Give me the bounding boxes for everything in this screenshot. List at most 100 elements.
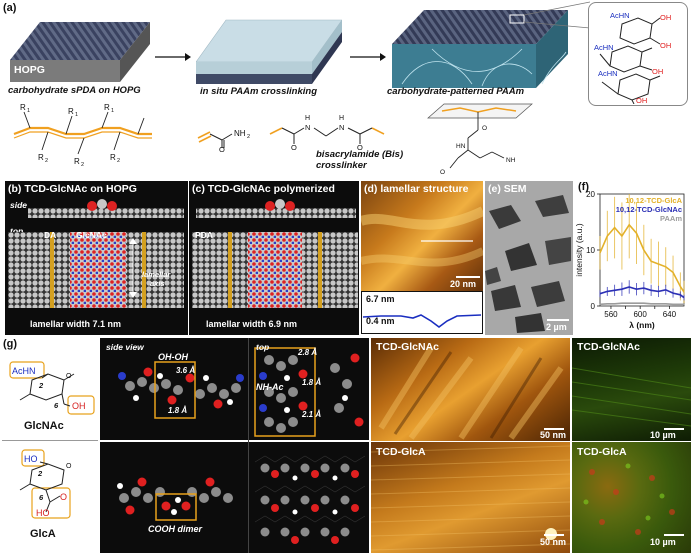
y-tick-label: 20 — [586, 190, 595, 199]
fluorescence-glca-title: TCD-GlcA — [577, 446, 627, 458]
glca-sim-molecules — [100, 442, 369, 553]
top-view-label: top — [256, 342, 269, 352]
bis-h-1: H — [305, 115, 310, 122]
patterned-paam-structure: O HN NH O — [420, 96, 540, 176]
distance-18b: 1.8 Å — [302, 378, 321, 387]
distance-28: 2.8 Å — [298, 348, 317, 357]
svg-text:NH: NH — [506, 157, 516, 164]
svg-text:2: 2 — [81, 162, 84, 168]
panel-b-title: (b) TCD-GlcNAc on HOPG — [8, 183, 137, 195]
step1-caption: carbohydrate sPDA on HOPG — [8, 85, 141, 96]
glca-oh: HO — [36, 508, 50, 518]
glcnac-label: GlcNAc — [24, 420, 64, 432]
acrylamide-structure: O NH 2 — [196, 112, 266, 152]
bis-o-1: O — [291, 143, 297, 150]
panel-d-scalebar — [456, 276, 480, 278]
glca-c6: 6 — [39, 493, 44, 502]
svg-text:2: 2 — [117, 158, 120, 164]
legend-entry: 10,12-TCD-GlcA — [625, 196, 682, 205]
glca-structure: HO 2 6 O HO O — [2, 444, 98, 524]
svg-text:1: 1 — [75, 112, 78, 118]
zoom-lines — [520, 0, 592, 30]
glcnac-c6: 6 — [54, 401, 59, 410]
glca-o: O — [60, 492, 67, 502]
svg-text:O: O — [440, 169, 445, 176]
panel-c-width: lamellar width 6.9 nm — [206, 319, 297, 329]
glcnac-structure: AcHN 2 6 OH O — [2, 350, 98, 420]
glca-ring-o: O — [66, 463, 72, 470]
panel-e-scale: 2 µm — [546, 322, 567, 332]
svg-text:HN: HN — [456, 143, 466, 150]
svg-text:R: R — [20, 103, 26, 112]
panel-d-scale: 20 nm — [450, 279, 476, 289]
panel-c-pda: PDA — [195, 230, 213, 240]
panel-c-molecular-model — [192, 196, 358, 320]
inset-oh-4: OH — [636, 96, 647, 104]
afm-glca-scalebar — [544, 534, 564, 536]
glcnac-sim-molecules — [100, 338, 369, 440]
inset-oh-2: OH — [652, 67, 663, 76]
panel-e-sem-texture — [485, 181, 573, 335]
x-axis-label: λ (nm) — [629, 320, 655, 330]
x-tick-label: 640 — [663, 310, 677, 319]
glca-ho: HO — [24, 454, 38, 464]
glca-c2: 2 — [37, 469, 43, 478]
glca-label: GlcA — [30, 528, 56, 540]
panel-d-title: (d) lamellar structure — [364, 183, 468, 195]
acrylamide-o: O — [219, 145, 225, 152]
y-tick-label: 0 — [591, 302, 596, 311]
afm-glcnac-title: TCD-GlcNAc — [376, 341, 439, 353]
inset-achn-2: AcHN — [594, 43, 614, 52]
paam-crosslinking-block-illustration — [196, 18, 342, 88]
bis-caption-2: crosslinker — [316, 160, 367, 171]
bis-h-2: H — [339, 115, 344, 122]
distance-21: 2.1 Å — [302, 410, 321, 419]
acrylamide-nh2-sub: 2 — [247, 134, 250, 140]
legend-entry: 10,12-TCD-GlcNAc — [616, 205, 682, 214]
cooh-dimer-label: COOH dimer — [148, 524, 202, 534]
afm-glca-title: TCD-GlcA — [376, 446, 426, 458]
panel-d-afm-texture — [361, 181, 483, 291]
double-arrow-icon — [128, 238, 138, 298]
nhac-label: NH-Ac — [256, 382, 284, 392]
arrow-icon — [155, 52, 191, 62]
fluorescence-glcnac-scale: 10 µm — [650, 430, 676, 440]
panel-b-da: DA — [44, 230, 56, 240]
panel-d-h2: 0.4 nm — [366, 316, 395, 326]
glcnac-ring-o: O — [66, 373, 72, 380]
panel-b-lamellar-axis-1: lamellar — [142, 270, 170, 279]
svg-text:2: 2 — [45, 158, 48, 164]
afm-glcnac-scale: 50 nm — [540, 430, 566, 440]
fluorescence-glca-scale: 10 µm — [650, 537, 676, 547]
panel-a-label: (a) — [3, 2, 16, 14]
glcnac-structure-inset: AcHN AcHN AcHN OH OH OH OH — [590, 4, 686, 104]
panel-c-title: (c) TCD-GlcNAc polymerized — [192, 183, 335, 195]
glcnac-achn: AcHN — [12, 366, 36, 376]
inset-oh-3: OH — [660, 13, 671, 22]
afm-glcnac-texture — [371, 338, 570, 441]
ohoh-label: OH-OH — [158, 352, 188, 362]
x-tick-label: 600 — [633, 310, 647, 319]
glcnac-c2: 2 — [38, 381, 44, 390]
fluorescence-glcnac-title: TCD-GlcNAc — [577, 341, 640, 353]
inset-achn-3: AcHN — [598, 69, 618, 78]
distance-36: 3.6 Å — [176, 366, 195, 375]
bis-n-2: N — [339, 123, 344, 132]
fluorescence-glcnac-texture — [572, 338, 691, 441]
panel-d-h1: 6.7 nm — [366, 294, 395, 304]
x-tick-label: 560 — [604, 310, 618, 319]
step2-caption: in situ PAAm crosslinking — [200, 86, 317, 97]
bisacrylamide-structure: O O N N H H — [268, 108, 388, 150]
glcnac-oh: OH — [72, 401, 86, 411]
y-axis-label: intensity (a.u.) — [574, 223, 584, 277]
panel-b-lamellar-axis-2: axis — [150, 279, 165, 288]
arrow-icon — [350, 52, 386, 62]
panel-e-title: (e) SEM — [488, 183, 527, 195]
inset-oh-1: OH — [660, 41, 671, 50]
legend-entry: PAAm — [660, 214, 682, 223]
inset-achn-1: AcHN — [610, 11, 630, 20]
svg-text:R: R — [110, 153, 116, 162]
distance-18a: 1.8 Å — [168, 406, 187, 415]
svg-text:O: O — [482, 125, 487, 132]
